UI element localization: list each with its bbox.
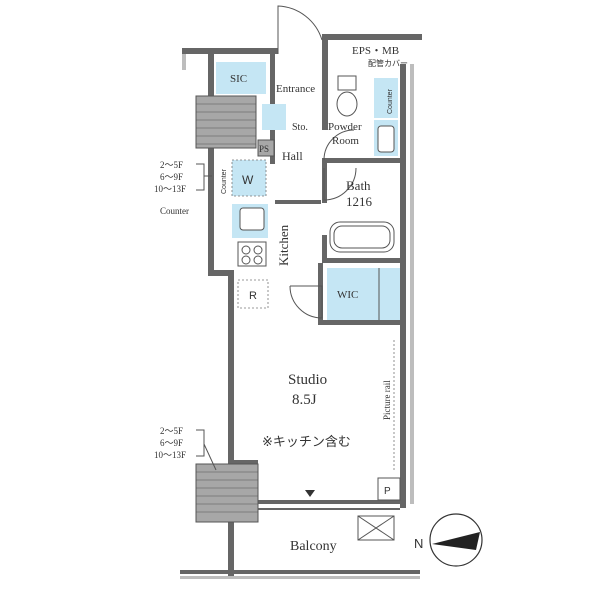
ps-lower-label: P [384, 486, 391, 497]
hall-label: Hall [282, 149, 303, 163]
eps-mb-label: EPS・MB [352, 45, 399, 57]
floor-note-upper-1: 2～5F [160, 160, 183, 170]
counter-left-label: Counter [160, 206, 189, 216]
powder-door-swing [323, 129, 355, 161]
balcony-label: Balcony [290, 539, 337, 554]
floor-note-upper-2: 6～9F [160, 172, 183, 182]
counter-vertical-label: Counter [221, 168, 228, 194]
pipe-cover-label: 配管カバー [368, 58, 408, 68]
floor-note-lower-2: 6～9F [160, 438, 183, 448]
powder-room-label-1: Powder [328, 121, 362, 133]
powder-room-label-2: Room [332, 135, 359, 147]
bath-door-swing [323, 167, 357, 201]
studio-label: Studio [288, 372, 327, 388]
bath-label-2: 1216 [346, 194, 373, 209]
window-mark [305, 490, 315, 497]
picture-rail-label: Picture rail [382, 380, 392, 420]
counter-side-label: Counter [387, 88, 394, 114]
north-compass: N [414, 513, 483, 567]
kitchen-note-label: ※キッチン含む [262, 434, 351, 449]
ps-upper-label: PS [259, 144, 269, 154]
refrigerator-label: R [249, 290, 257, 302]
floor-notes-upper: 2～5F 6～9F 10～13F [154, 160, 212, 194]
room-labels: EPS・MB 配管カバー SIC Entrance Sto. PS Hall P… [160, 45, 408, 554]
storage-label: Sto. [292, 122, 308, 133]
wic-label: WIC [337, 289, 358, 301]
studio-door-swing [289, 285, 323, 319]
pipe-shafts [195, 95, 275, 523]
stove-fixture [237, 241, 267, 267]
ac-unit [357, 515, 395, 541]
washer-label: W [242, 173, 254, 187]
floor-note-upper-3: 10～13F [154, 184, 186, 194]
fixtures [231, 5, 401, 541]
floor-note-lower-1: 2～5F [160, 426, 183, 436]
entrance-label: Entrance [276, 83, 315, 95]
toilet-fixture [336, 75, 358, 117]
bathtub-fixture [329, 221, 395, 253]
compass-north-label: N [414, 536, 423, 551]
floor-notes-lower: 2～5F 6～9F 10～13F [154, 426, 217, 471]
bath-label-1: Bath [346, 178, 371, 193]
sic-label: SIC [230, 73, 247, 85]
kitchen-label: Kitchen [276, 224, 291, 266]
entrance-door-swing [277, 5, 323, 54]
studio-size-label: 8.5J [292, 392, 317, 408]
floor-note-lower-3: 10～13F [154, 450, 186, 460]
